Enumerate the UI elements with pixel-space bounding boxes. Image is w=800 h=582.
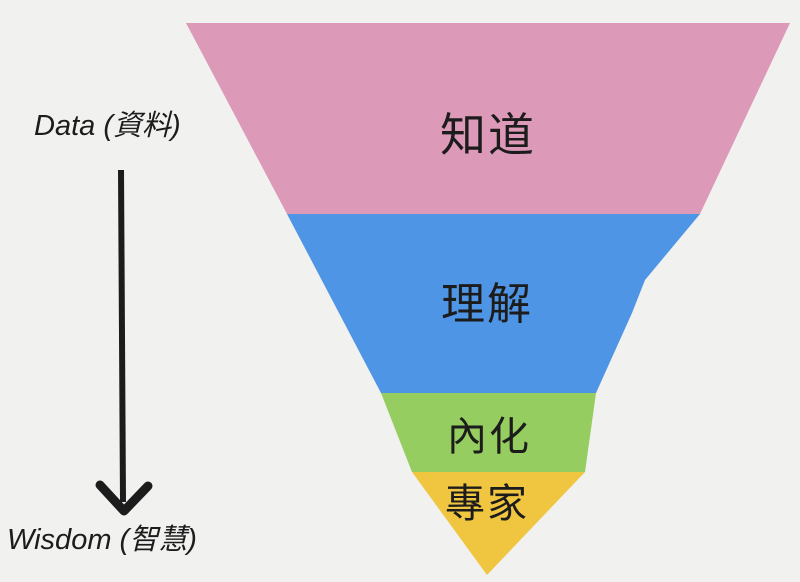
- wisdom-axis-label: Wisdom (智慧): [7, 524, 197, 556]
- funnel-level-know-shape: [186, 23, 790, 214]
- funnel-level-understand-label: 理解: [441, 280, 533, 329]
- data-axis-label: Data (資料): [34, 110, 181, 142]
- funnel-level-internalize-label: 內化: [447, 415, 531, 459]
- arrow-head-icon: [95, 480, 153, 516]
- funnel-level-internalize-shape: [381, 393, 596, 472]
- funnel-level-know-label: 知道: [440, 109, 536, 161]
- funnel-level-expert-label: 專家: [445, 482, 529, 526]
- funnel-level-expert-shape: [412, 472, 585, 575]
- data-to-wisdom-arrow-shaft: [118, 169, 126, 503]
- funnel-level-understand-shape: [287, 214, 700, 393]
